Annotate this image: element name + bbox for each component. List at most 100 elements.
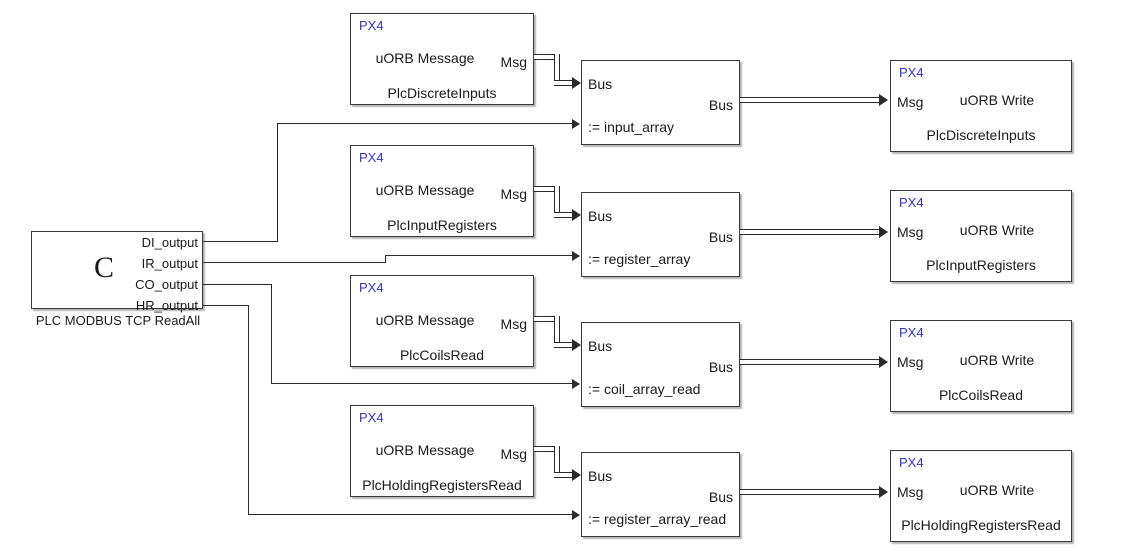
px4-tag-icon: PX4 [899,65,924,80]
px4-tag-icon: PX4 [899,455,924,470]
arrow-ir-into-bus-row2 [572,251,580,261]
output-port-label-hr: HR_output [135,298,198,313]
bus-assign-expr-row4: := register_array_read [588,511,727,527]
bus-wire-into-bus-row3 [554,342,575,348]
uorb-write-title-row4: uORB Write [959,482,1035,498]
bus-arrow-row2 [572,209,581,221]
bus-wire-jog-row2 [554,186,560,215]
px4-tag-icon: PX4 [899,195,924,210]
wire-hr-output-seg2 [248,514,574,515]
arrow-di-into-bus-row1 [572,119,580,129]
bus-arrow-write-row3 [879,356,888,368]
bus-wire-jog-row4 [554,446,560,475]
msg-out-port-label-row4: Msg [500,446,527,462]
px4-tag-icon: PX4 [359,18,384,33]
px4-tag-icon: PX4 [359,410,384,425]
wire-ir-output-seg1 [203,262,386,263]
uorb-message-title-row3: uORB Message [375,312,475,328]
msg-in-port-label-row3: Msg [897,354,924,370]
bus-wire-into-bus-row4 [554,472,575,478]
uorb-write-title-row2: uORB Write [959,222,1035,238]
uorb-message-topic-row1: PlcDiscreteInputs [387,85,497,101]
px4-tag-icon: PX4 [359,150,384,165]
plc-modbus-tcp-readall-block[interactable]: C DI_output IR_output CO_output HR_outpu… [31,231,203,313]
output-port-label-co: CO_output [135,277,198,292]
bus-wire-bus-to-write-row2 [740,229,882,235]
bus-in-port-label-row1: Bus [588,76,613,92]
bus-wire-msg-to-bus-row2 [534,186,560,192]
wire-co-output-seg2 [271,383,574,384]
uorb-write-block-row3[interactable]: PX4 uORB Write PlcCoilsRead Msg [890,320,1072,412]
wire-ir-output-jog [385,255,386,263]
wire-hr-output-jog [248,305,249,515]
uorb-message-topic-row3: PlcCoilsRead [399,347,485,363]
uorb-message-block-row3[interactable]: PX4 uORB Message PlcCoilsRead Msg [350,275,534,367]
bus-assign-expr-row3: := coil_array_read [588,381,701,397]
wire-co-output-seg1 [203,284,272,285]
wire-hr-output-seg1 [203,305,249,306]
bus-in-port-label-row2: Bus [588,208,613,224]
msg-out-port-label-row2: Msg [500,186,527,202]
msg-out-port-label-row3: Msg [500,316,527,332]
bus-assignment-block-row3[interactable]: Bus := coil_array_read Bus [581,322,740,407]
bus-wire-jog-row1 [554,54,560,83]
uorb-write-block-row1[interactable]: PX4 uORB Write PlcDiscreteInputs Msg [890,60,1072,152]
arrow-hr-into-bus-row4 [572,510,580,520]
bus-wire-bus-to-write-row4 [740,489,882,495]
bus-arrow-row4 [572,469,581,481]
subsystem-c-glyph: C [94,251,115,284]
bus-wire-bus-to-write-row1 [740,97,882,103]
bus-arrow-write-row4 [879,486,888,498]
uorb-message-topic-row2: PlcInputRegisters [387,217,497,233]
bus-assign-expr-row1: := input_array [588,119,674,135]
bus-arrow-row1 [572,77,581,89]
bus-wire-bus-to-write-row3 [740,359,882,365]
wire-co-output-jog [271,284,272,384]
bus-out-port-label-row1: Bus [708,97,733,113]
bus-assignment-block-row2[interactable]: Bus := register_array Bus [581,192,740,277]
bus-out-port-label-row3: Bus [708,359,733,375]
uorb-write-topic-row2: PlcInputRegisters [926,257,1036,273]
wire-di-output-seg2 [277,123,574,124]
uorb-message-title-row2: uORB Message [375,182,475,198]
bus-wire-jog-row3 [554,316,560,345]
px4-tag-icon: PX4 [899,325,924,340]
wire-di-output-jog [277,123,278,242]
uorb-message-title-row1: uORB Message [375,50,475,66]
bus-wire-msg-to-bus-row1 [534,54,560,60]
px4-tag-icon: PX4 [359,280,384,295]
bus-arrow-write-row2 [879,226,888,238]
uorb-write-topic-row3: PlcCoilsRead [938,387,1024,403]
uorb-message-topic-row4: PlcHoldingRegistersRead [362,477,522,493]
bus-assignment-block-row1[interactable]: Bus := input_array Bus [581,60,740,145]
msg-in-port-label-row4: Msg [897,484,924,500]
bus-assignment-block-row4[interactable]: Bus := register_array_read Bus [581,452,740,537]
uorb-write-block-row2[interactable]: PX4 uORB Write PlcInputRegisters Msg [890,190,1072,282]
uorb-message-block-row4[interactable]: PX4 uORB Message PlcHoldingRegistersRead… [350,405,534,497]
uorb-message-block-row1[interactable]: PX4 uORB Message PlcDiscreteInputs Msg [350,13,534,105]
wire-di-output-seg1 [203,241,278,242]
uorb-message-block-row2[interactable]: PX4 uORB Message PlcInputRegisters Msg [350,145,534,237]
bus-out-port-label-row4: Bus [708,489,733,505]
bus-wire-msg-to-bus-row4 [534,446,560,452]
bus-wire-into-bus-row1 [554,80,575,86]
uorb-write-topic-row4: PlcHoldingRegistersRead [901,517,1061,533]
bus-in-port-label-row3: Bus [588,338,613,354]
wire-ir-output-seg2 [385,255,574,256]
bus-arrow-row3 [572,339,581,351]
bus-arrow-write-row1 [879,94,888,106]
uorb-write-topic-row1: PlcDiscreteInputs [926,127,1036,143]
bus-in-port-label-row4: Bus [588,468,613,484]
output-port-label-ir: IR_output [141,256,198,271]
msg-in-port-label-row2: Msg [897,224,924,240]
bus-wire-msg-to-bus-row3 [534,316,560,322]
uorb-write-title-row3: uORB Write [959,352,1035,368]
plc-block-caption: PLC MODBUS TCP ReadAll [35,313,201,328]
bus-out-port-label-row2: Bus [708,229,733,245]
bus-assign-expr-row2: := register_array [588,251,691,267]
uorb-message-title-row4: uORB Message [375,442,475,458]
msg-in-port-label-row1: Msg [897,94,924,110]
uorb-write-block-row4[interactable]: PX4 uORB Write PlcHoldingRegistersRead M… [890,450,1072,542]
bus-wire-into-bus-row2 [554,212,575,218]
